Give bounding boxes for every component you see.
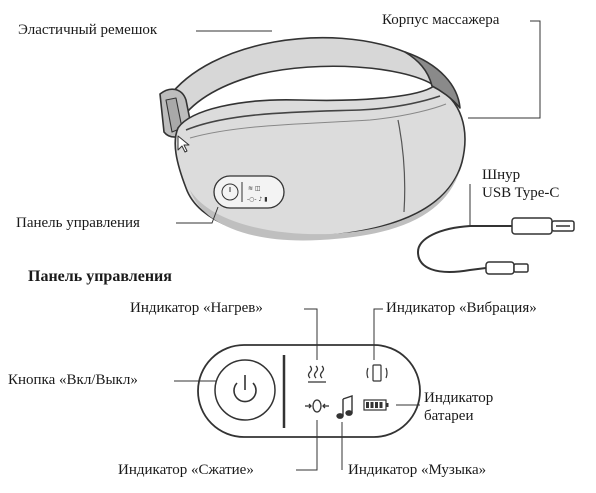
body-label: Корпус массажера xyxy=(382,12,500,28)
power-icon xyxy=(233,375,257,403)
usb-cable xyxy=(416,217,575,275)
device-control-panel xyxy=(213,175,285,209)
battery-icon xyxy=(363,399,389,411)
cable-label: Шнур USB Type-C xyxy=(482,167,560,201)
battery-indicator-label: Индикатор батареи xyxy=(424,390,494,424)
svg-text:-○- ♪ ▮: -○- ♪ ▮ xyxy=(247,196,268,203)
panel-section-title: Панель управления xyxy=(28,268,172,285)
compression-icon xyxy=(305,399,329,413)
strap-label: Эластичный ремешок xyxy=(18,22,158,38)
heat-icon xyxy=(307,365,326,383)
power-button-label: Кнопка «Вкл/Выкл» xyxy=(8,372,138,388)
panel-leader-lines xyxy=(174,308,420,471)
svg-text:≋ ◫: ≋ ◫ xyxy=(248,185,261,192)
vibration-indicator-label: Индикатор «Вибрация» xyxy=(386,300,537,316)
music-indicator-label: Индикатор «Музыка» xyxy=(348,462,487,478)
heat-indicator-label: Индикатор «Нагрев» xyxy=(130,300,263,316)
control-panel-label: Панель управления xyxy=(16,215,140,231)
vibration-icon xyxy=(366,364,388,382)
compression-indicator-label: Индикатор «Сжатие» xyxy=(118,462,254,478)
top-leader-lines xyxy=(176,20,541,226)
music-note-icon xyxy=(336,395,353,419)
panel-enlarged xyxy=(197,344,421,438)
massager-device: ≋ ◫ -○- ♪ ▮ xyxy=(159,36,466,241)
